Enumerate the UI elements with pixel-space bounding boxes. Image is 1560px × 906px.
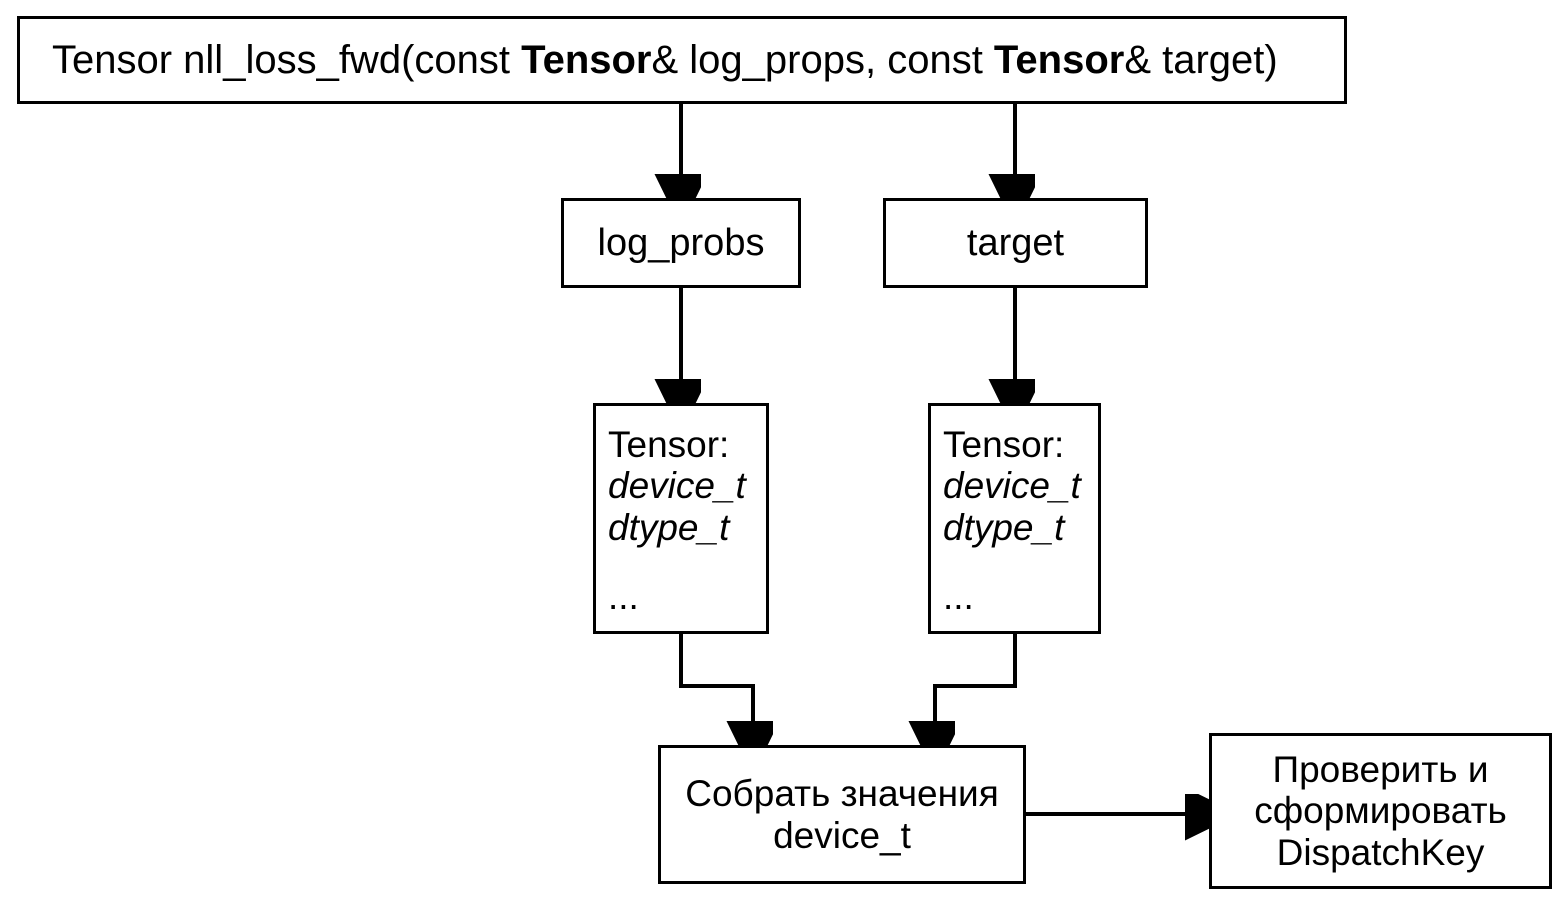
signature-bold-tensor-1: Tensor (521, 37, 652, 82)
node-dispatch-line-3: DispatchKey (1276, 831, 1485, 873)
signature-bold-tensor-2: Tensor (993, 37, 1125, 82)
tensor-left-line-3: dtype_t (608, 506, 730, 548)
node-tensor-left: Tensor: device_t dtype_t ... (593, 403, 769, 634)
tensor-right-line-1: Tensor: (943, 424, 1065, 465)
function-signature-text: Tensor nll_loss_fwd(const Tensor& log_pr… (52, 38, 1278, 83)
tensor-right-line-4: ... (943, 576, 974, 618)
function-signature-box: Tensor nll_loss_fwd(const Tensor& log_pr… (17, 16, 1347, 104)
node-log-probs-label: log_probs (597, 221, 765, 264)
edge-tensor-right-to-collect (935, 634, 1017, 739)
tensor-right-line-2: device_t (943, 465, 1081, 507)
tensor-left-line-2: device_t (608, 465, 746, 507)
node-target-label: target (966, 221, 1065, 264)
node-collect-device-values: Собрать значения device_t (658, 745, 1026, 884)
node-log-probs: log_probs (561, 198, 801, 288)
node-dispatch-line-2: сформировать (1254, 790, 1507, 832)
node-target: target (883, 198, 1148, 288)
tensor-left-line-1: Tensor: (608, 424, 730, 465)
signature-mid: & log_props, const (651, 37, 994, 82)
signature-prefix: Tensor nll_loss_fwd(const (52, 37, 522, 82)
tensor-left-lines: Tensor: device_t dtype_t ... (608, 424, 746, 618)
node-check-build-dispatchkey: Проверить и сформировать DispatchKey (1209, 733, 1552, 889)
tensor-right-line-3: dtype_t (943, 506, 1065, 548)
edge-tensor-left-to-collect (679, 634, 753, 739)
node-dispatch-line-1: Проверить и (1272, 748, 1489, 790)
tensor-left-line-4: ... (608, 576, 639, 618)
tensor-right-lines: Tensor: device_t dtype_t ... (943, 424, 1081, 618)
signature-suffix: & target) (1124, 37, 1278, 82)
node-tensor-right: Tensor: device_t dtype_t ... (928, 403, 1101, 634)
node-collect-line-2: device_t (773, 814, 911, 856)
node-collect-line-1: Собрать значения (685, 773, 999, 815)
